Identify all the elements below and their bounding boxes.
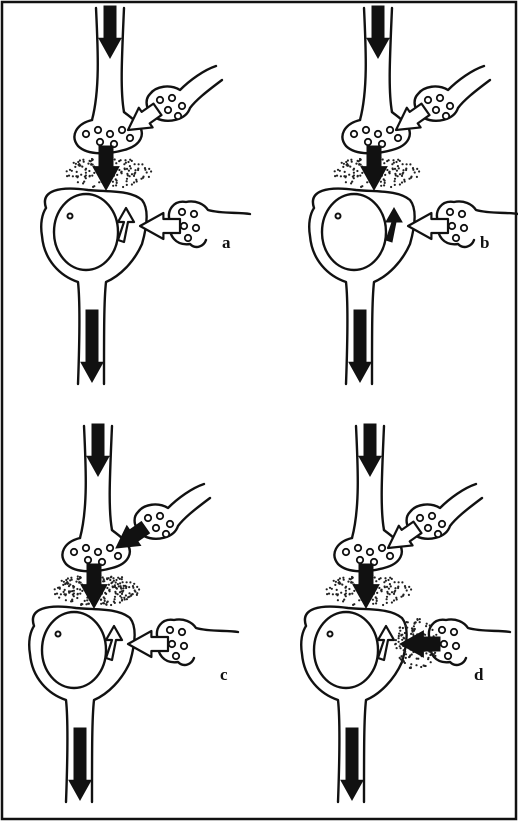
nucleolus: [328, 632, 333, 637]
panel-b-label: b: [480, 233, 489, 252]
inner-arrow: [378, 626, 394, 660]
output-arrow: [69, 728, 91, 800]
terminal-vesicles: [351, 127, 401, 147]
descending-impulse-arrow: [87, 424, 109, 476]
panel-d: d: [301, 424, 510, 802]
panel-a-label: a: [222, 233, 231, 252]
lateral-vesicles: [179, 209, 199, 241]
inner-arrow: [386, 208, 402, 242]
panel-c: c: [29, 424, 238, 802]
nucleolus: [56, 632, 61, 637]
terminal-vesicles: [343, 545, 393, 565]
output-arrow: [341, 728, 363, 800]
output-arrow: [349, 310, 371, 382]
lateral-vesicles: [447, 209, 467, 241]
descending-impulse-arrow: [99, 6, 121, 58]
nucleus: [314, 612, 378, 688]
descending-impulse-arrow: [367, 6, 389, 58]
inner-arrow: [118, 208, 134, 242]
panel-b: b: [309, 6, 518, 384]
panel-d-label: d: [474, 665, 484, 684]
panel-c-label: c: [220, 665, 228, 684]
lateral-vesicles: [167, 627, 187, 659]
inner-arrow: [106, 626, 122, 660]
nucleolus: [68, 214, 73, 219]
nucleus: [322, 194, 386, 270]
nucleus: [42, 612, 106, 688]
nucleus: [54, 194, 118, 270]
lateral-vesicles: [439, 627, 459, 659]
output-arrow: [81, 310, 103, 382]
nucleolus: [336, 214, 341, 219]
panel-a: a: [41, 6, 250, 384]
descending-impulse-arrow: [359, 424, 381, 476]
terminal-vesicles: [71, 545, 121, 565]
terminal-vesicles: [83, 127, 133, 147]
